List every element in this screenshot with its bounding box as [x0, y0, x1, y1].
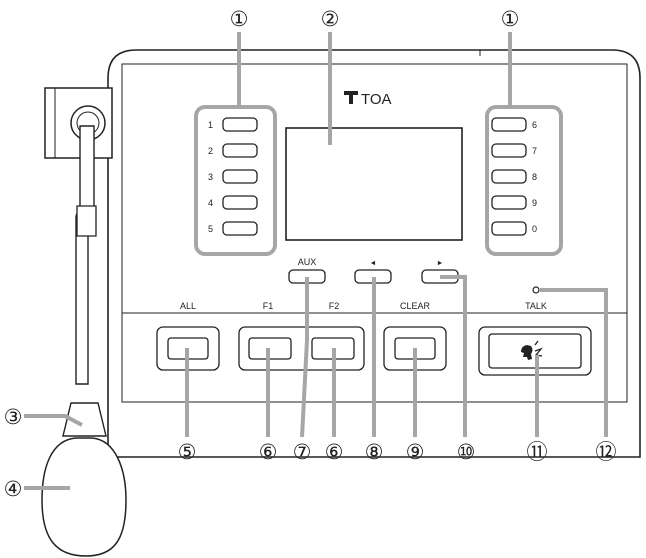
callout-7: ⑦: [293, 440, 312, 464]
speech-wave-upper: [534, 340, 539, 346]
numeric-key-0[interactable]: [491, 221, 527, 236]
gooseneck: [75, 125, 95, 385]
numeric-key-8[interactable]: [491, 169, 527, 184]
numeric-key-label: 4: [208, 198, 213, 208]
callout-6-right: ⑥: [325, 440, 344, 464]
f2-label: F2: [329, 301, 340, 311]
numeric-key-1[interactable]: [222, 117, 258, 132]
toa-logo: TOA: [344, 91, 392, 108]
leader-lines: [24, 32, 608, 490]
numeric-keys-right: 6 7 8 9 0: [491, 117, 537, 236]
toa-logo-mark: [344, 91, 358, 104]
numeric-key-label: 9: [532, 198, 537, 208]
numeric-key-3[interactable]: [222, 169, 258, 184]
left-arrow-label: ◄: [370, 260, 377, 267]
callout-12: ⑫: [596, 440, 617, 464]
numeric-key-label: 0: [532, 224, 537, 234]
numeric-key-label: 1: [208, 120, 213, 130]
callout-8: ⑧: [365, 440, 384, 464]
leader-10: [440, 275, 467, 437]
callout-4: ④: [4, 477, 23, 501]
key-group-left-highlight: [194, 105, 277, 256]
right-arrow-label: ►: [437, 260, 444, 267]
numeric-key-label: 7: [532, 146, 537, 156]
callouts: ① ② ① ③ ④ ⑤ ⑥ ⑦ ⑥ ⑧ ⑨ ⑩ ⑪ ⑫: [4, 7, 617, 501]
device-inner-panel: [121, 63, 628, 403]
all-label: ALL: [180, 301, 196, 311]
key-group-right-highlight: [485, 105, 563, 256]
callout-10: ⑩: [457, 440, 476, 464]
numeric-key-7[interactable]: [491, 143, 527, 158]
gooseneck-collar: [76, 205, 97, 237]
talk-key[interactable]: [478, 326, 592, 376]
talk-indicator-led: [532, 286, 540, 294]
numeric-key-label: 5: [208, 224, 213, 234]
numeric-key-2[interactable]: [222, 143, 258, 158]
aux-label: AUX: [298, 257, 317, 267]
microphone: [41, 87, 127, 557]
f-keys: [238, 326, 365, 371]
speaking-head-icon-shape: [521, 345, 533, 360]
callout-6-left: ⑥: [259, 440, 278, 464]
numeric-key-4[interactable]: [222, 195, 258, 210]
callout-9: ⑨: [406, 440, 425, 464]
talk-label: TALK: [525, 301, 547, 311]
mic-head-ring: [62, 402, 107, 437]
callout-1-right: ①: [501, 7, 520, 31]
callout-1-left: ①: [230, 7, 249, 31]
callout-5: ⑤: [178, 440, 197, 464]
clear-label: CLEAR: [400, 301, 431, 311]
numeric-key-label: 6: [532, 120, 537, 130]
lcd-display: [285, 127, 463, 241]
numeric-key-6[interactable]: [491, 117, 527, 132]
numeric-key-9[interactable]: [491, 195, 527, 210]
numeric-keys-left: 1 2 3 4 5: [208, 117, 258, 236]
leader-12: [540, 288, 608, 437]
numeric-key-label: 2: [208, 146, 213, 156]
callout-2: ②: [321, 7, 340, 31]
brand-name: TOA: [361, 91, 392, 108]
f1-label: F1: [263, 301, 274, 311]
leader-7: [300, 277, 309, 438]
callout-11: ⑪: [527, 440, 548, 464]
numeric-key-5[interactable]: [222, 221, 258, 236]
callout-3: ③: [4, 405, 23, 429]
numeric-key-label: 3: [208, 172, 213, 182]
leader-3: [24, 414, 83, 427]
mic-windscreen: [41, 437, 127, 557]
numeric-key-label: 8: [532, 172, 537, 182]
